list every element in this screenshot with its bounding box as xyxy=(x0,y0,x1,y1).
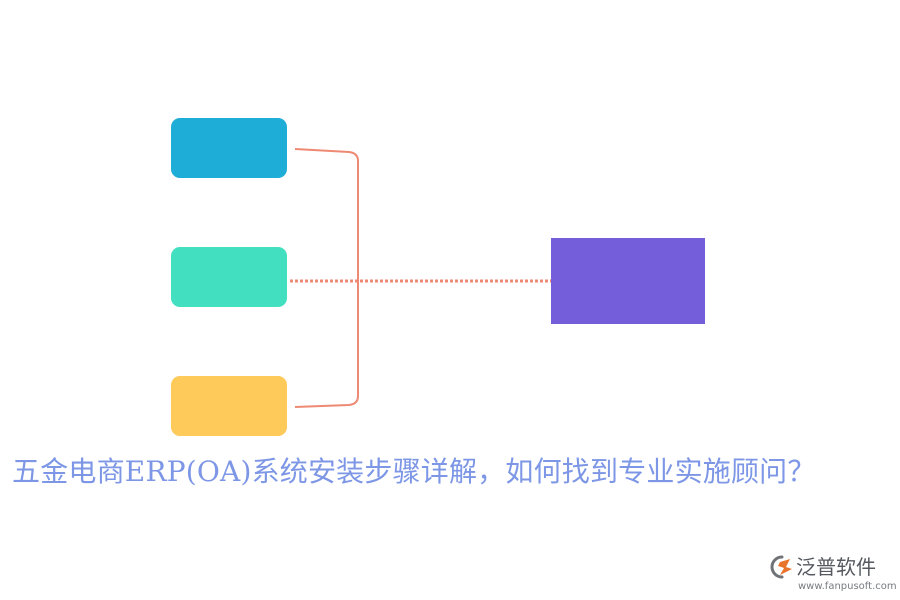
diagram-caption: 五金电商ERP(OA)系统安装步骤详解，如何找到专业实施顾问？ xyxy=(12,455,816,488)
middle-node-box xyxy=(171,247,287,307)
fanpu-logo-icon xyxy=(770,555,792,579)
brand-name: 泛普软件 xyxy=(796,555,876,579)
bracket-connector xyxy=(294,148,359,408)
bottom-node-box xyxy=(171,376,287,436)
target-node-box xyxy=(551,238,705,324)
brand-watermark[interactable]: 泛普软件 www.fanpusoft.com xyxy=(770,553,897,597)
brand-url[interactable]: www.fanpusoft.com xyxy=(798,581,897,592)
top-node-box xyxy=(171,118,287,178)
